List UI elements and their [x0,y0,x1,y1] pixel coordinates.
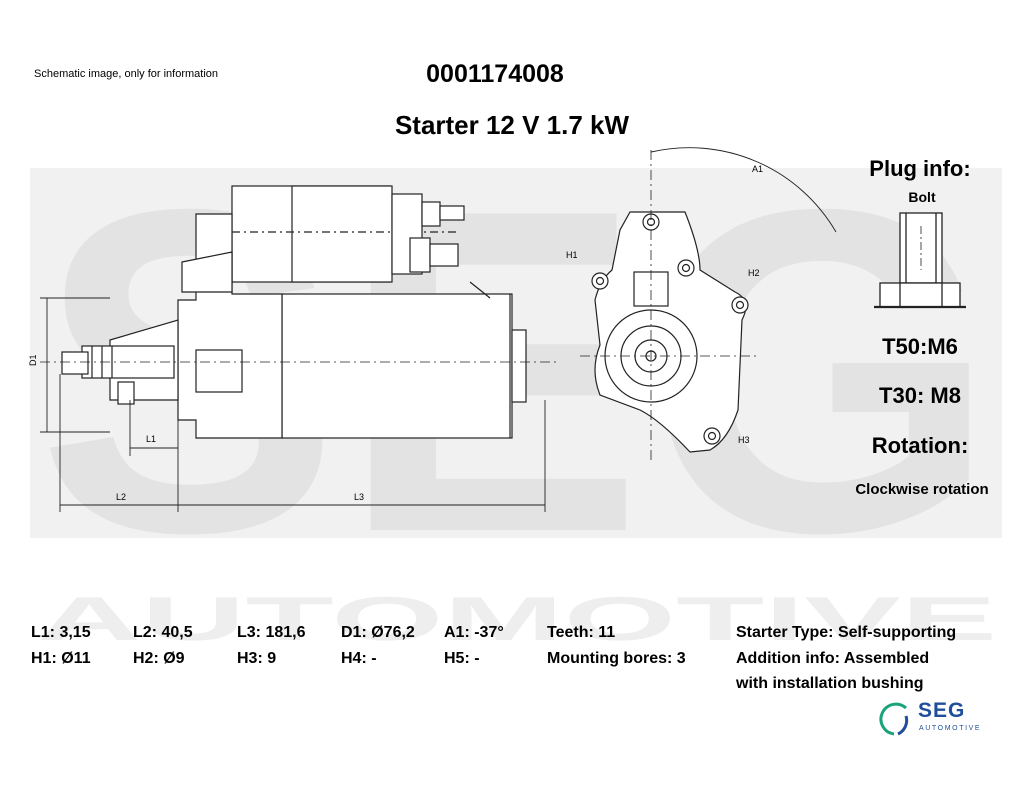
label-h2: H2 [748,268,760,278]
spec-l3: L3: 181,6 [237,624,306,641]
label-l1: L1 [146,434,156,444]
spec-mounting-bores: Mounting bores: 3 [547,650,686,667]
t50-spec: T50:M6 [882,334,958,359]
spec-l1: L1: 3,15 [31,624,91,641]
part-number: 0001174008 [426,60,564,88]
t30-spec: T30: M8 [879,383,961,408]
rotation-value: Clockwise rotation [855,481,989,498]
label-d1: D1 [28,354,38,366]
label-l3: L3 [354,492,364,502]
starter-front-view [580,147,837,460]
seg-logo-subtitle: AUTOMOTIVE [919,725,982,732]
label-h3: H3 [738,435,750,445]
spec-h3: H3: 9 [237,650,277,667]
label-l2: L2 [116,492,126,502]
spec-h1: H1: Ø11 [31,650,91,667]
spec-addition-info-cont: with installation bushing [736,675,924,692]
spec-l2: L2: 40,5 [133,624,193,641]
plug-info-title: Plug info: [869,156,971,181]
bolt-drawing [874,212,966,309]
starter-side-view [40,185,560,439]
label-a1: A1 [752,164,763,174]
spec-h4: H4: - [341,650,377,667]
product-title: Starter 12 V 1.7 kW [394,110,630,140]
schematic-note: Schematic image, only for information [34,68,219,80]
spec-h5: H5: - [444,650,480,667]
watermark-automotive: AUTOMOTIVE [37,585,997,654]
spec-teeth: Teeth: 11 [547,624,616,641]
spec-h2: H2: Ø9 [133,650,185,667]
spec-a1: A1: -37° [444,624,504,641]
spec-d1: D1: Ø76,2 [341,624,415,641]
label-h1: H1 [566,250,578,260]
spec-addition-info: Addition info: Assembled [736,650,930,667]
seg-logo-mark [879,702,909,736]
spec-starter-type: Starter Type: Self-supporting [736,624,957,641]
side-dimensions [40,297,546,512]
bolt-label: Bolt [908,189,936,205]
rotation-title: Rotation: [871,433,969,458]
seg-logo-text: SEG [918,699,966,722]
